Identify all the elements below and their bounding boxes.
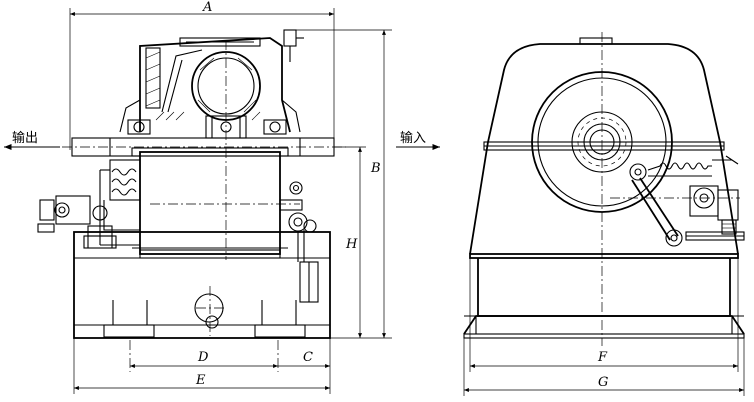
dim-label-e: E [195,373,206,388]
dim-label-f: F [597,350,608,365]
side-view: F G [463,32,745,396]
dim-label-b: B [370,161,381,176]
output-label: 输出 [12,130,38,146]
dim-label-d: D [197,350,209,365]
input-indicator: 输入 [396,130,440,151]
input-label: 输入 [400,130,426,146]
dim-label-a: A [202,0,212,15]
dim-label-h: H [345,237,358,252]
dim-label-g: G [598,375,608,390]
front-view: A B H D C E 输出 [4,0,392,394]
dim-label-c: C [303,350,313,365]
